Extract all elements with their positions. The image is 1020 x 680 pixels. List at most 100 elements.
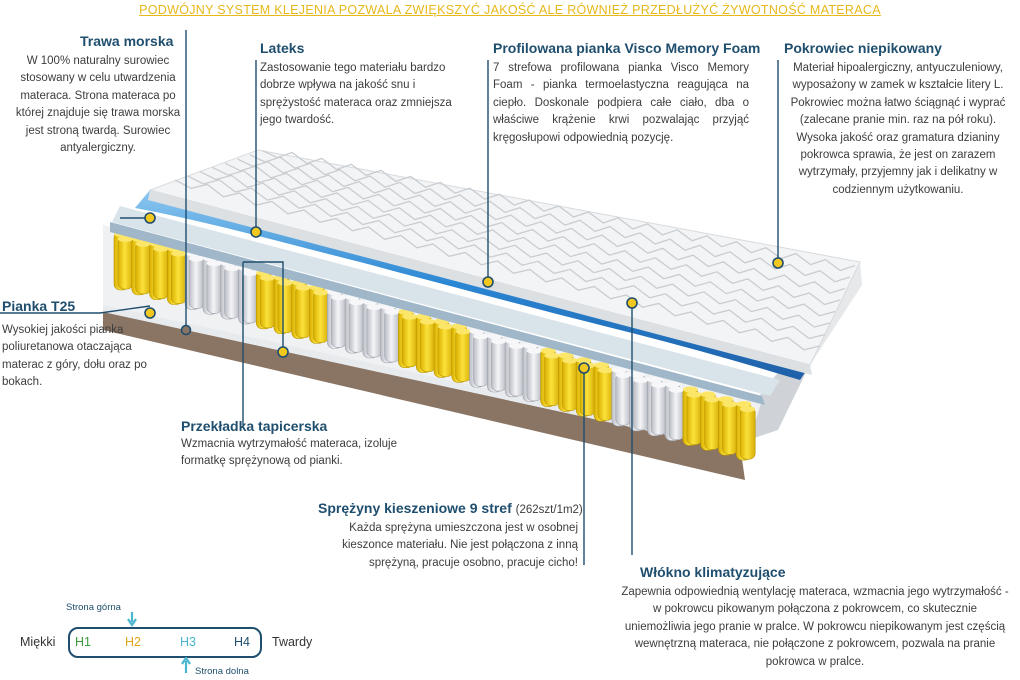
cover-front-band xyxy=(148,190,812,375)
level-h3: H3 xyxy=(180,635,196,649)
top-side-label: Strona górna xyxy=(66,602,121,613)
trawa-title: Trawa morska xyxy=(80,33,174,49)
przekladka-title: Przekładka tapicerska xyxy=(181,418,328,434)
lateks-title: Lateks xyxy=(260,40,305,56)
przekladka-text: Wzmacnia wytrzymałość materaca, izoluje … xyxy=(181,438,398,468)
spring-yellow xyxy=(313,290,329,343)
spring-cap xyxy=(509,342,525,349)
spring-cap xyxy=(349,299,365,306)
spring-cap xyxy=(189,255,205,262)
spring-cap xyxy=(313,289,329,296)
spring-cap xyxy=(420,318,436,325)
marker-trawa xyxy=(180,324,192,336)
spring-yellow xyxy=(739,406,756,460)
latex-layer xyxy=(112,206,780,396)
cover-quilting-pattern xyxy=(174,150,856,351)
spring-white xyxy=(206,261,223,314)
pianka-text: Wysokiej jakości pianka poliuretanowa ot… xyxy=(2,324,147,389)
top-cover xyxy=(148,149,861,366)
spring-cap xyxy=(704,396,720,403)
spring-cap xyxy=(153,245,169,252)
sprezyny-title: Sprężyny kieszeniowe 9 stref (262szt/1m2… xyxy=(318,500,583,516)
upholstery-pad xyxy=(110,222,765,405)
marker-visco xyxy=(482,276,494,288)
spring-cap xyxy=(505,337,521,344)
spring-cap xyxy=(651,381,667,388)
marker-wlokno xyxy=(626,297,638,309)
pokrowiec-text: Materiał hipoalergiczny, antyuczuleniowy… xyxy=(790,62,1006,196)
spring-yellow xyxy=(171,251,187,304)
spring-cap xyxy=(473,333,489,340)
spring-cap xyxy=(455,328,471,335)
marker-pianka xyxy=(144,307,156,319)
sprezyny-text: Każda sprężyna umieszczona jest w osobne… xyxy=(342,522,578,569)
spring-cap xyxy=(629,371,645,378)
spring-cap xyxy=(242,270,258,277)
spring-cap xyxy=(522,342,538,349)
spring-cap xyxy=(526,347,542,354)
spring-cap xyxy=(736,401,752,408)
sprezyny-title-suffix: (262szt/1m2) xyxy=(515,504,583,516)
level-h4: H4 xyxy=(234,635,250,649)
wlokno-title: Włókno klimatyzujące xyxy=(640,564,786,580)
spring-yellow xyxy=(544,353,560,406)
spring-yellow xyxy=(117,236,134,290)
level-h2: H2 xyxy=(125,635,141,649)
spring-cap xyxy=(438,323,453,330)
wlokno-text: Zapewnia odpowiednią wentylację materaca… xyxy=(621,586,1009,668)
spring-yellow xyxy=(597,367,614,421)
marker-lateks xyxy=(250,226,262,238)
spring-cap xyxy=(540,347,556,354)
spring-cap xyxy=(669,386,685,393)
quilt-line xyxy=(212,166,836,317)
pianka-title: Pianka T25 xyxy=(2,298,76,314)
spring-cap xyxy=(366,304,382,311)
spring-white xyxy=(508,343,525,397)
spring-cap xyxy=(171,250,187,257)
leader-lines xyxy=(0,30,779,565)
spring-yellow xyxy=(562,358,578,411)
spring-cap xyxy=(402,313,418,320)
spring-white xyxy=(366,304,383,358)
leader-przekladka-h xyxy=(243,261,284,352)
spring-white xyxy=(491,338,507,392)
scale-box xyxy=(68,627,262,658)
spring-cap xyxy=(491,338,507,345)
spring-yellow xyxy=(295,285,312,338)
top-banner: Podwójny system klejenia pozwala zwiększ… xyxy=(139,3,881,17)
spring-yellow xyxy=(259,275,276,329)
quilt-line xyxy=(174,179,821,351)
spring-cap xyxy=(278,279,293,286)
lateks-text: Zastosowanie tego materiału bardzo dobrz… xyxy=(260,62,452,127)
spring-white xyxy=(188,256,205,309)
spring-cap xyxy=(740,406,756,413)
spring-yellow xyxy=(704,397,720,450)
spring-yellow xyxy=(153,246,169,300)
spring-cap xyxy=(615,372,631,379)
spring-white xyxy=(526,348,543,402)
spring-white xyxy=(348,299,365,353)
spring-cap xyxy=(576,357,592,364)
callout-markers xyxy=(144,212,784,374)
spring-cap xyxy=(331,294,347,301)
marker-upper-left xyxy=(144,212,156,224)
spring-cap xyxy=(611,367,627,374)
level-h1: H1 xyxy=(75,635,91,649)
hard-label: Twardy xyxy=(272,635,313,649)
spring-yellow xyxy=(277,280,294,334)
visco-title: Profilowana pianka Visco Memory Foam xyxy=(493,40,761,56)
quilt-line xyxy=(237,158,846,294)
marker-przekladka xyxy=(277,346,289,358)
quilt-line xyxy=(199,171,831,328)
spring-yellow xyxy=(402,314,418,368)
spring-white xyxy=(615,372,632,426)
marker-pokrowiec xyxy=(772,257,784,269)
pokrowiec-title: Pokrowiec niepikowany xyxy=(784,40,942,56)
quilt-line xyxy=(262,150,856,272)
spring-white xyxy=(224,265,240,319)
spring-yellow xyxy=(722,401,738,455)
spring-cap xyxy=(558,352,574,359)
bottom-side-label: Strona dolna xyxy=(195,666,249,677)
leader-pianka xyxy=(0,305,151,314)
